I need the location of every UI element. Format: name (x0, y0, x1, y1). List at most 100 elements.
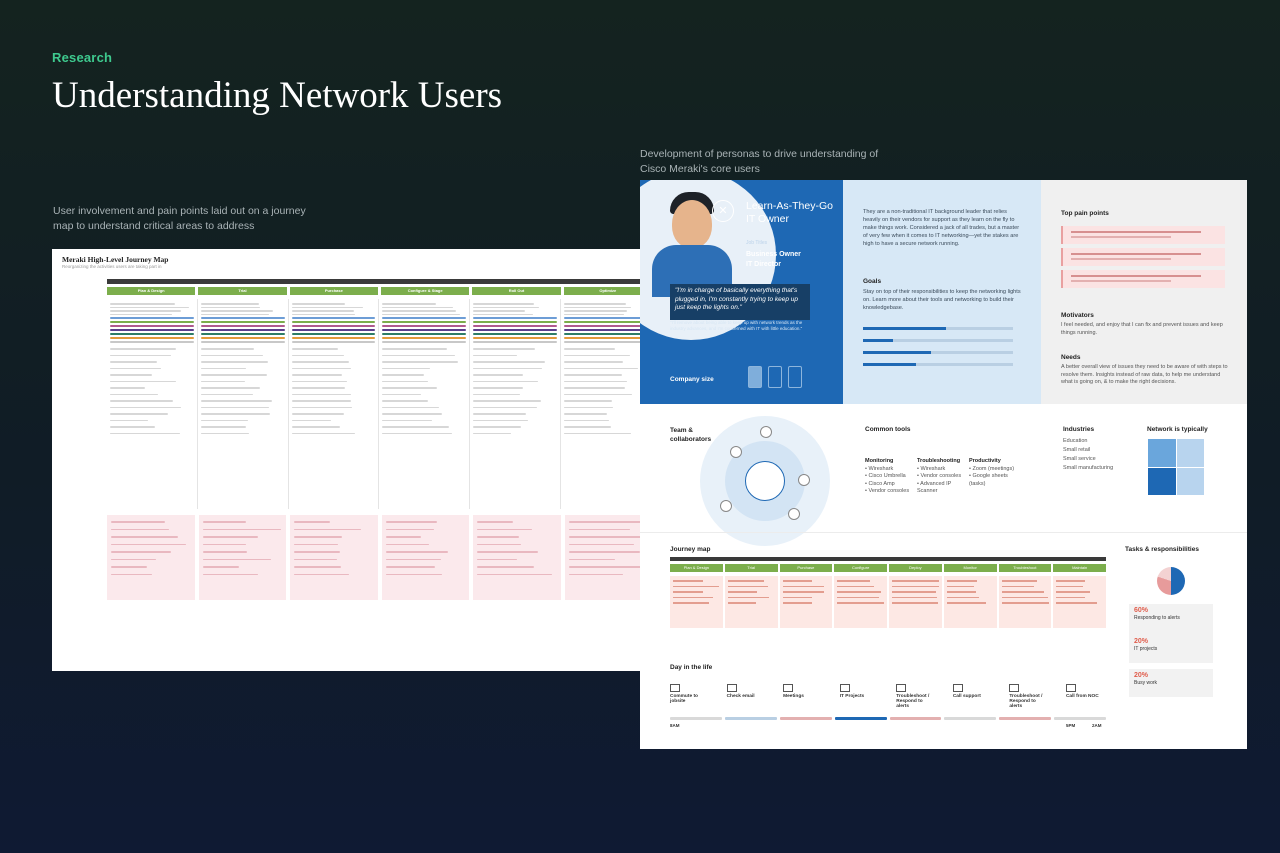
text-line (473, 400, 541, 402)
journey-lane-line (110, 325, 194, 327)
goal-slider-fill (863, 327, 946, 330)
text-line (564, 407, 613, 409)
tool-group: Monitoring• Wireshark• Cisco Umbrella• C… (865, 458, 917, 496)
journey-lane-line (382, 329, 466, 331)
text-line (569, 559, 615, 561)
text-line (564, 426, 611, 428)
needs-text: A better overall view of issues they nee… (1061, 364, 1231, 387)
text-line (110, 394, 158, 396)
text-line (292, 361, 349, 363)
text-line (473, 381, 538, 383)
text-line (203, 529, 282, 531)
text-line (203, 574, 259, 576)
text-line (110, 361, 157, 363)
journey-lane-line (110, 317, 194, 319)
text-line (292, 381, 347, 383)
text-line (382, 407, 439, 409)
pain-points-heading: Top pain points (1061, 210, 1109, 217)
text-line (947, 580, 978, 582)
text-line (473, 426, 521, 428)
tool-item: • Wireshark (917, 466, 969, 474)
pain-point-card (290, 515, 378, 600)
text-line (294, 529, 361, 531)
text-line (569, 544, 634, 546)
journey-lane-line (473, 325, 557, 327)
text-line (1056, 602, 1097, 604)
time-end-2: 2AM (1092, 723, 1102, 728)
motivators-heading: Motivators (1061, 312, 1094, 319)
journey-lane-line (292, 337, 376, 339)
industry-item: Small service (1063, 456, 1096, 464)
journey-pain-card (725, 576, 778, 628)
text-line (473, 420, 527, 422)
journey-lane-line (201, 321, 285, 323)
text-line (110, 307, 189, 309)
text-line (382, 433, 452, 435)
journey-lane-line (201, 325, 285, 327)
text-line (201, 413, 270, 415)
text-line (728, 591, 757, 593)
text-line (201, 307, 260, 309)
day-item: Call from NOC (1066, 684, 1106, 709)
text-line (477, 566, 534, 568)
journey-lane-line (201, 317, 285, 319)
network-heading: Network is typically (1147, 426, 1208, 433)
journey-lane-line (110, 321, 194, 323)
text-line (477, 559, 517, 561)
divider (640, 532, 1247, 533)
text-line (477, 529, 532, 531)
day-item: Troubleshoot / Respond to alerts (896, 684, 936, 709)
text-line (201, 407, 269, 409)
text-line (201, 310, 273, 312)
collaborator-node (798, 474, 810, 486)
tools-icon: ✕ (712, 200, 734, 222)
pain-point-item (1061, 248, 1225, 266)
journey-lane-line (564, 317, 648, 319)
persona-quote-secondary: "I'll remove about being able to keep up… (670, 320, 810, 332)
text-line (201, 348, 254, 350)
text-line (569, 529, 631, 531)
text-line (564, 368, 638, 370)
journey-lane-line (110, 329, 194, 331)
goal-sliders (863, 318, 1013, 366)
text-line (564, 400, 612, 402)
text-line (1002, 586, 1035, 588)
tool-item: • Google sheets (tasks) (969, 473, 1021, 488)
tool-item: • Vendor consoles (865, 488, 917, 496)
text-line (201, 400, 272, 402)
text-line (564, 355, 630, 357)
journey-lane-line (473, 341, 557, 343)
text-line (783, 580, 812, 582)
text-line (892, 597, 937, 599)
text-line (564, 387, 625, 389)
text-line (110, 407, 181, 409)
journey-phase: Optimize (564, 287, 652, 295)
text-line (201, 387, 260, 389)
text-line (947, 602, 986, 604)
pain-point-card (382, 515, 470, 600)
text-line (386, 529, 435, 531)
text-line (382, 361, 457, 363)
text-line (203, 551, 247, 553)
journey-column (289, 299, 380, 509)
text-line (292, 433, 355, 435)
text-line (673, 586, 719, 588)
text-line (477, 536, 519, 538)
persona-description: They are a non-traditional IT background… (863, 208, 1023, 248)
text-line (473, 314, 533, 316)
text-line (110, 310, 181, 312)
persona-journey-pains (670, 576, 1106, 628)
tool-item: • Cisco Amp (865, 481, 917, 489)
text-line (111, 521, 165, 523)
tool-item: • Vendor consoles (917, 473, 969, 481)
persona-roles: Business Owner IT Director (746, 250, 801, 270)
journey-lane-line (564, 329, 648, 331)
text-line (110, 303, 175, 305)
text-line (892, 602, 938, 604)
journey-lane-line (382, 325, 466, 327)
journey-pain-points-row (107, 515, 652, 600)
company-size-icon (788, 366, 802, 388)
journey-phases: Plan & Design Trial Purchase Configure &… (107, 287, 652, 295)
text-line (386, 544, 430, 546)
timeline-bar (670, 717, 1106, 720)
